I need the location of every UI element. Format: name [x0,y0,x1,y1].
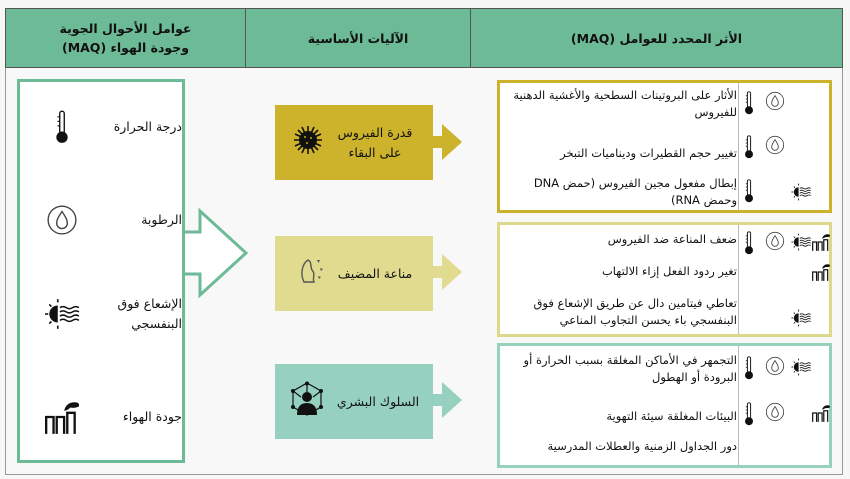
effects-box-immunity: ضعف المناعة ضد الفيروس تغير ردود الفعل إ… [497,222,832,337]
factor-label: الإشعاع فوق البنفسجي [117,296,182,331]
factory-icon [811,402,831,428]
header-factors: عوامل الأحوال الجوية وجودة الهواء (MAQ) [5,8,246,68]
thermometer-icon [42,110,82,144]
mechanism-human-behaviour: السلوك البشري [275,364,433,439]
header-effects: الأثر المحدد للعوامل (MAQ) [470,8,843,68]
mechanism-host-immunity: مناعة المضيف [275,236,433,311]
uv-sun-icon [790,358,812,380]
effect-text: تعاطي فيتامين دال عن طريق الإشعاع فوق ال… [533,296,738,327]
mechanism-label: السلوك البشري [336,393,420,409]
droplet-icon [765,356,785,380]
thermometer-icon [743,135,755,163]
droplet-icon [765,402,785,426]
effects-box-virus: الأثار على البروتينات السطحية والأغشية ا… [497,80,832,213]
uv-sun-icon [42,298,82,330]
factory-icon [42,397,82,437]
factor-air-quality: جودة الهواء [32,397,182,437]
header-effects-label: الأثر المحدد للعوامل (MAQ) [570,30,743,46]
factory-icon [811,231,831,257]
effects-box-behaviour: التجمهر في الأماكن المغلقة بسبب الحرارة … [497,343,832,468]
thermometer-icon [743,91,755,119]
factor-uv: الإشعاع فوق البنفسجي [32,294,182,334]
factory-icon [811,261,831,287]
factor-label: درجة الحرارة [113,119,182,134]
arrow-icon [432,254,462,290]
droplet-icon [42,204,82,236]
droplet-icon [765,91,785,115]
effect-text: البيئات المغلقة سيئة التهوية [606,409,737,423]
thermometer-icon [743,179,755,207]
mechanism-virus-survival: قدرة الفيروس على البقاء [275,105,433,180]
factor-label: الرطوبة [141,212,182,227]
uv-sun-icon [790,233,812,255]
human-network-icon [289,381,325,423]
factor-label: جودة الهواء [122,409,182,424]
factor-humidity: الرطوبة [32,204,182,236]
thermometer-icon [743,402,755,430]
factors-box: درجة الحرارة الرطوبة الإشعاع فوق البنفسج… [17,79,185,463]
droplet-icon [765,135,785,159]
effect-text: الأثار على البروتينات السطحية والأغشية ا… [513,88,737,119]
thermometer-icon [743,356,755,384]
header-mechanisms-label: الآليات الأساسية [307,30,409,46]
thermometer-icon [743,231,755,259]
effect-text: التجمهر في الأماكن المغلقة بسبب الحرارة … [523,353,737,384]
mechanism-label: قدرة الفيروس على البقاء [337,124,413,160]
effect-text: دور الجداول الزمنية والعطلات المدرسية [547,439,737,453]
arrow-icon [432,382,462,418]
big-arrow-icon [185,208,249,299]
header-mechanisms: الآليات الأساسية [245,8,471,68]
virus-icon [293,125,323,161]
uv-sun-icon [790,183,812,205]
effect-text: ضعف المناعة ضد الفيروس [607,232,737,246]
effect-text: إبطال مفعول مجين الفيروس (حمض DNA وحمض R… [533,176,737,207]
effect-text: تغير ردود الفعل إزاء الالتهاب [601,264,737,278]
uv-sun-icon [790,309,812,331]
arrow-icon [432,124,462,160]
header-factors-label: عوامل الأحوال الجوية وجودة الهواء (MAQ) [59,21,192,55]
factor-temperature: درجة الحرارة [32,110,182,144]
mechanism-label: مناعة المضيف [337,265,413,281]
effect-text: تغيير حجم القطيرات وديناميات التبخر [560,146,737,160]
host-immunity-icon [296,256,326,292]
droplet-icon [765,231,785,255]
